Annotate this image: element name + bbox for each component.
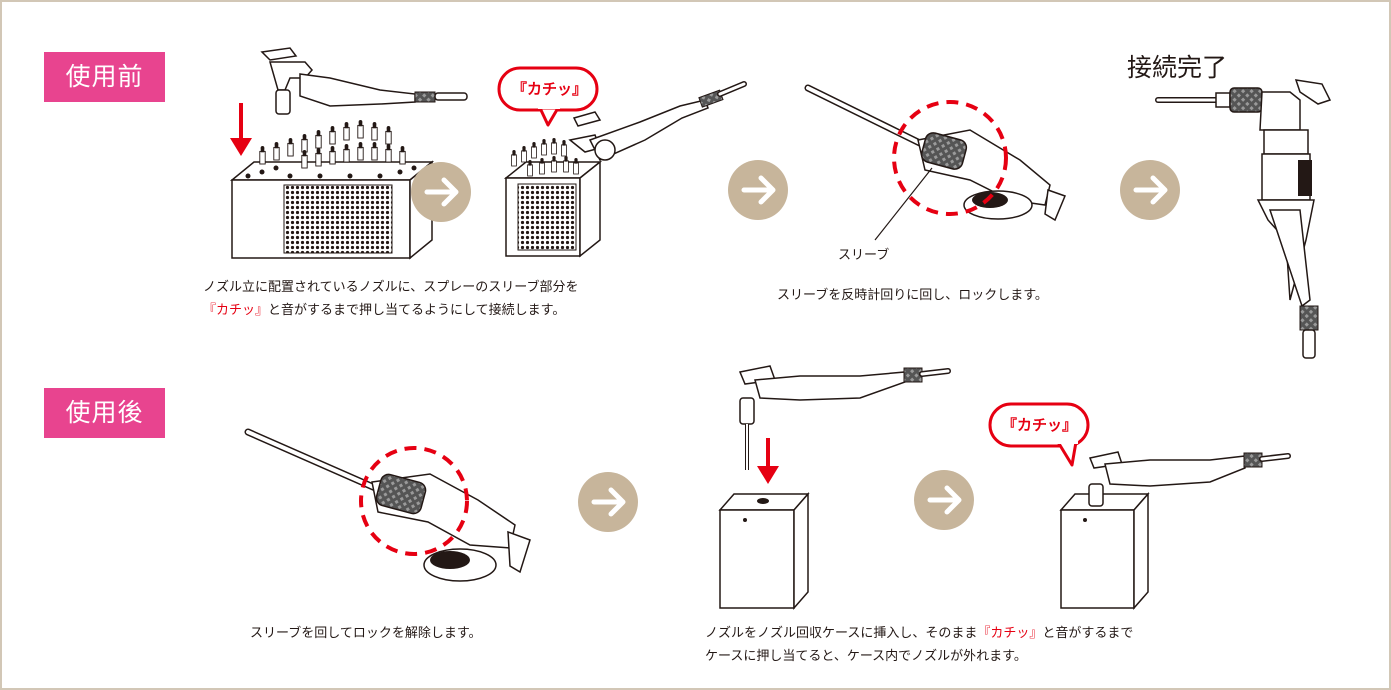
spray-gun-icon — [568, 81, 747, 161]
caption-text: と音がするまで — [1042, 626, 1134, 641]
sleeve-label: スリーブ — [838, 248, 890, 263]
click-sound-text: 『カチッ』 — [203, 303, 269, 318]
after-use-label: 使用後 — [44, 388, 165, 438]
caption-text: と音がするまで押し当てるようにして接続します。 — [268, 303, 566, 318]
after-step1-caption: スリーブを回してロックを解除します。 — [250, 626, 482, 641]
click-bubble-text: 『カチッ』 — [1002, 416, 1078, 434]
arrow-right-icon — [728, 160, 788, 220]
down-arrow-icon — [230, 103, 252, 156]
highlight-circle — [892, 100, 1008, 216]
down-arrow-icon — [757, 438, 779, 484]
spray-gun-icon — [1088, 451, 1291, 507]
arrow-right-icon — [914, 470, 974, 530]
spray-gun-icon — [804, 84, 1066, 222]
before-step1-caption: ノズル立に配置されているノズルに、スプレーのスリーブ部分を 『カチッ』と音がする… — [203, 276, 578, 322]
nozzle-case-icon — [1059, 492, 1150, 610]
caption-text: ノズルをノズル回収ケースに挿入し、そのまま — [705, 626, 978, 641]
connection-complete-title: 接続完了 — [1127, 53, 1228, 82]
arrow-right-icon — [1120, 160, 1180, 220]
speech-bubble-icon — [497, 66, 599, 127]
after-step2-caption: ノズルをノズル回収ケースに挿入し、そのまま『カチッ』と音がするまで ケースに押し… — [705, 622, 1133, 668]
caption-line: ノズルをノズル回収ケースに挿入し、そのまま『カチッ』と音がするまで — [705, 622, 1133, 645]
highlight-circle — [359, 446, 469, 556]
spray-gun-icon — [244, 428, 531, 582]
click-sound-text: 『カチッ』 — [977, 626, 1043, 641]
arrow-right-icon — [578, 472, 638, 532]
sleeve-leader-line — [874, 167, 933, 241]
caption-line: ケースに押し当てると、ケース内でノズルが外れます。 — [705, 649, 1027, 664]
speech-bubble-icon — [988, 402, 1090, 467]
nozzle-stand-icon — [503, 137, 603, 258]
nozzle-case-icon — [718, 492, 810, 610]
nozzle-stand-icon — [229, 119, 435, 260]
before-step2-caption: スリーブを反時計回りに回し、ロックします。 — [777, 288, 1048, 303]
spray-gun-icon — [738, 365, 951, 470]
arrow-right-icon — [411, 162, 471, 222]
caption-line: ノズル立に配置されているノズルに、スプレーのスリーブ部分を — [203, 280, 579, 295]
before-use-label: 使用前 — [44, 52, 165, 102]
caption-line: 『カチッ』と音がするまで押し当てるようにして接続します。 — [203, 299, 578, 322]
spray-gun-icon — [1155, 79, 1332, 359]
click-bubble-text: 『カチッ』 — [512, 80, 588, 98]
spray-gun-icon — [260, 47, 468, 115]
